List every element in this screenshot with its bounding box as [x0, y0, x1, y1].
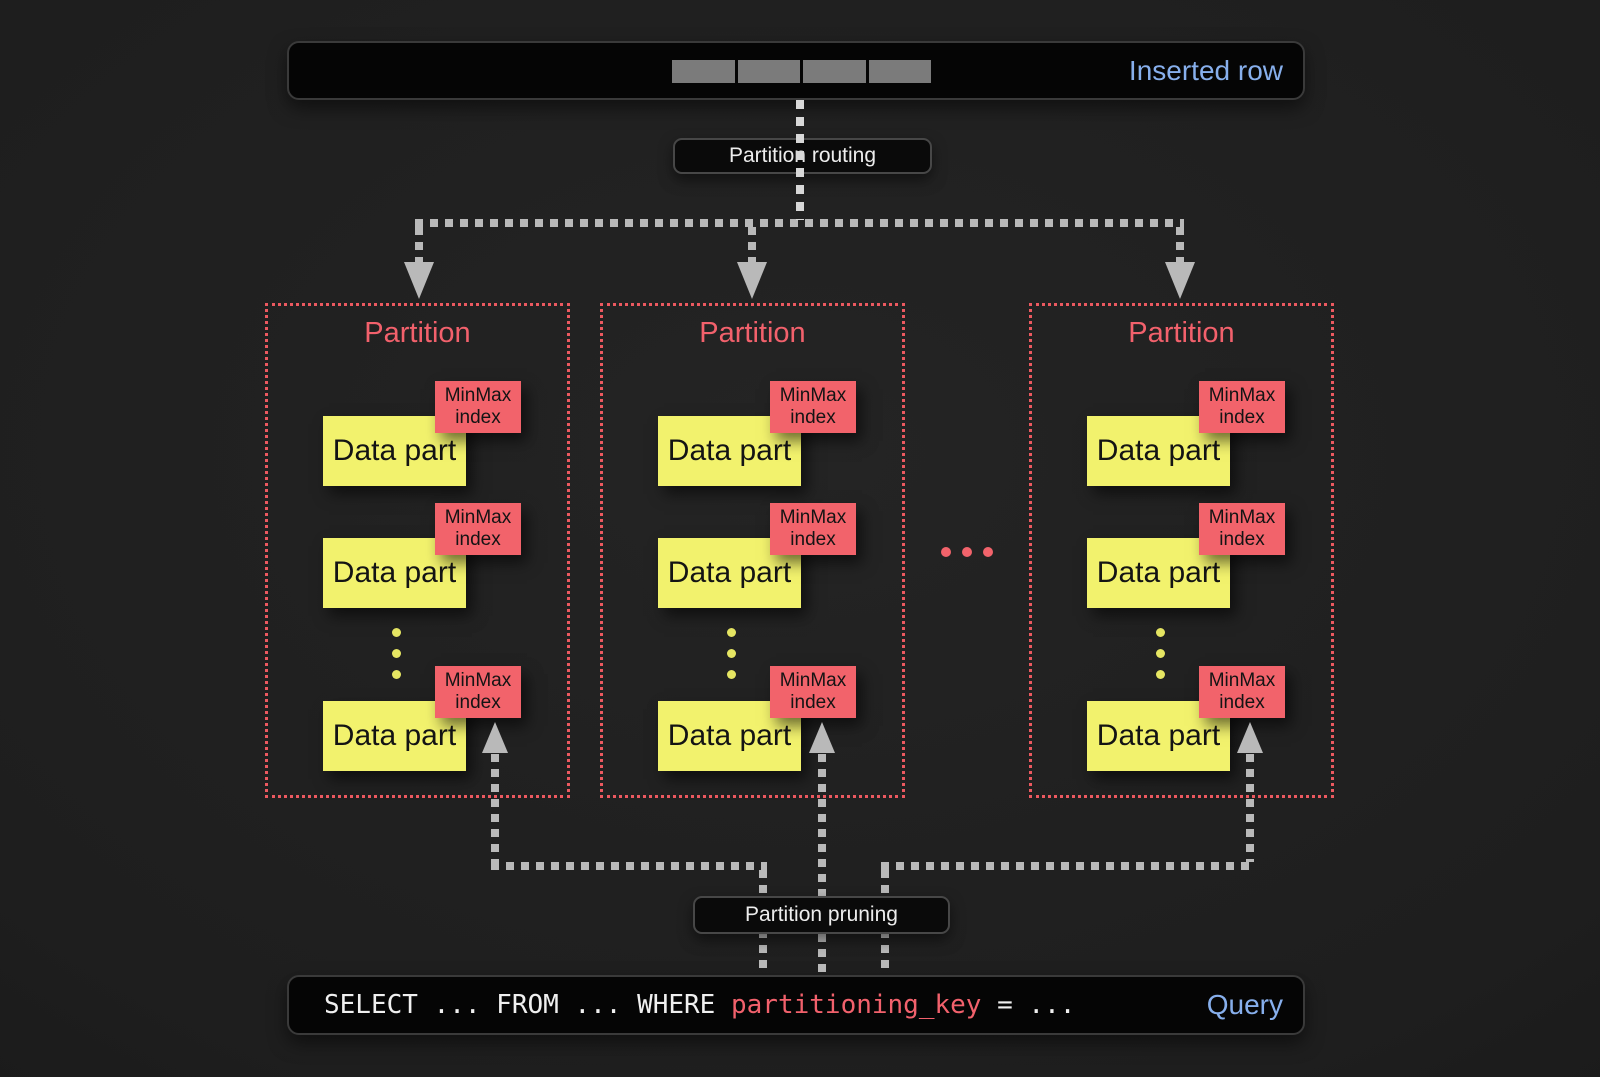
sql-query-text: SELECT ... FROM ... WHERE partitioning_k… — [324, 990, 1075, 1020]
minmax-index-tag: MinMax index — [770, 503, 856, 555]
partition-box: Partition MinMax index Data part MinMax … — [600, 303, 905, 798]
minmax-index-tag: MinMax index — [1199, 381, 1285, 433]
minmax-index-tag: MinMax index — [770, 381, 856, 433]
partition-pruning-label: Partition pruning — [745, 903, 898, 926]
minmax-index-tag: MinMax index — [435, 503, 521, 555]
branch-horizontal-line — [415, 219, 1184, 227]
query-bar: SELECT ... FROM ... WHERE partitioning_k… — [287, 975, 1305, 1035]
more-data-parts-ellipsis — [727, 628, 736, 679]
partition-title: Partition — [699, 317, 806, 349]
routing-connector-line — [796, 100, 804, 220]
more-data-parts-ellipsis — [392, 628, 401, 679]
more-partitions-ellipsis — [941, 547, 993, 557]
minmax-index-tag: MinMax index — [435, 666, 521, 718]
branch-line-right — [1176, 227, 1184, 263]
row-segment — [803, 60, 866, 83]
partition-pruning-pill: Partition pruning — [693, 896, 950, 934]
row-segment — [737, 60, 800, 83]
sql-after: = ... — [981, 990, 1076, 1020]
arrow-up-icon-middle — [809, 722, 835, 753]
minmax-index-tag: MinMax index — [770, 666, 856, 718]
arrow-down-icon-right — [1165, 262, 1195, 299]
pruning-line-left-up — [491, 754, 499, 862]
partition-title: Partition — [364, 317, 471, 349]
more-data-parts-ellipsis — [1156, 628, 1165, 679]
arrow-up-icon-right — [1237, 722, 1263, 753]
inserted-row-label: Inserted row — [1128, 54, 1283, 86]
branch-line-left — [415, 227, 423, 263]
inserted-row-segments — [672, 60, 931, 83]
row-segment — [672, 60, 735, 83]
minmax-index-tag: MinMax index — [1199, 666, 1285, 718]
inserted-row-bar: Inserted row — [287, 41, 1305, 100]
pruning-line-right-up — [1246, 754, 1254, 862]
data-part-box: Data part — [658, 538, 801, 608]
sql-partitioning-key: partitioning_key — [731, 990, 982, 1020]
partition-box: Partition MinMax index Data part MinMax … — [1029, 303, 1334, 798]
pruning-line-middle — [818, 754, 826, 975]
partition-box: Partition MinMax index Data part MinMax … — [265, 303, 570, 798]
minmax-index-tag: MinMax index — [435, 381, 521, 433]
sql-before: SELECT ... FROM ... WHERE — [324, 990, 731, 1020]
pruning-horizontal-left — [491, 862, 767, 870]
arrow-down-icon-middle — [737, 262, 767, 299]
query-label: Query — [1206, 989, 1283, 1020]
arrow-up-icon-left — [482, 722, 508, 753]
minmax-index-tag: MinMax index — [1199, 503, 1285, 555]
partition-title: Partition — [1128, 317, 1235, 349]
pruning-horizontal-right — [881, 862, 1254, 870]
row-segment — [868, 60, 931, 83]
branch-line-middle — [748, 227, 756, 263]
arrow-down-icon-left — [404, 262, 434, 299]
